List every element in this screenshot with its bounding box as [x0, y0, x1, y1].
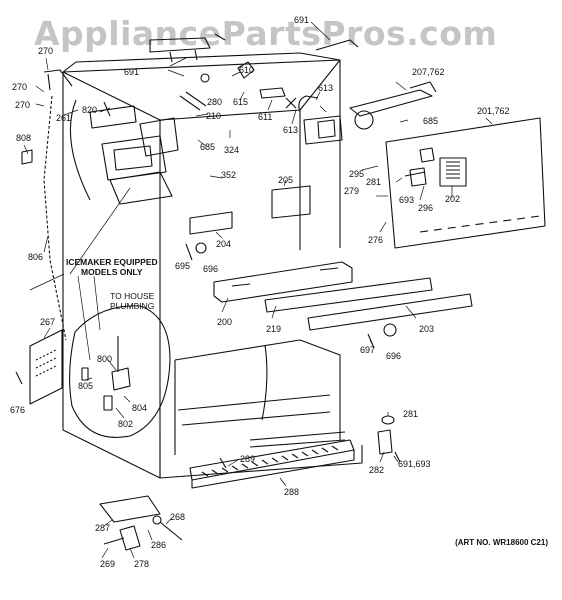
icemaker-note-line-1: ICEMAKER EQUIPPED — [66, 257, 158, 267]
callout-280: 280 — [207, 97, 223, 107]
callout-805: 805 — [78, 381, 94, 391]
brackets-rails — [185, 185, 473, 349]
callout-201-762: 201,762 — [477, 106, 510, 116]
callout-613-a: 613 — [318, 83, 334, 93]
callout-281-a: 281 — [366, 177, 382, 187]
top-parts — [149, 33, 359, 111]
plumbing-note-line-1: TO HOUSE — [110, 291, 155, 301]
rear-panel — [15, 329, 63, 405]
callout-685-b: 685 — [423, 116, 439, 126]
plumbing-note-line-2: PLUMBING — [110, 300, 155, 311]
callout-806: 806 — [28, 252, 44, 262]
callout-200: 200 — [217, 317, 233, 327]
callout-268: 268 — [170, 512, 186, 522]
callout-802: 802 — [118, 419, 134, 429]
callout-286: 286 — [151, 540, 167, 550]
plumbing-group — [69, 305, 171, 438]
bottom-parts — [99, 415, 401, 551]
art-number: (ART NO. WR18600 C21) — [455, 538, 548, 547]
callout-611: 611 — [258, 112, 273, 122]
callout-282: 282 — [369, 465, 385, 475]
cabinet-shell — [62, 52, 363, 479]
icemaker-note: ICEMAKER EQUIPPED MODELS ONLY — [66, 257, 158, 278]
callout-613-b: 613 — [283, 125, 299, 135]
callout-270-c: 270 — [15, 100, 31, 110]
icemaker-group — [21, 69, 179, 341]
callout-693: 693 — [399, 195, 415, 205]
callout-691-mid: 691 — [124, 67, 140, 77]
callout-279: 279 — [344, 186, 360, 196]
watermark: AppliancePartsPros.com — [34, 14, 498, 53]
callout-820: 820 — [82, 105, 98, 115]
callout-205: 205 — [278, 175, 294, 185]
callout-261: 261 — [56, 113, 72, 123]
callout-696-a: 696 — [203, 264, 219, 274]
callout-696-b: 696 — [386, 351, 402, 361]
callout-676: 676 — [10, 405, 26, 415]
callout-691-top: 691 — [294, 15, 310, 25]
callout-697: 697 — [360, 345, 376, 355]
callout-203: 203 — [419, 324, 435, 334]
callout-695: 695 — [175, 261, 191, 271]
callout-281-b: 281 — [403, 409, 419, 419]
callout-288: 288 — [284, 487, 300, 497]
callout-202: 202 — [445, 194, 461, 204]
callout-278: 278 — [134, 559, 150, 569]
callout-267: 267 — [40, 317, 56, 327]
leader-lines — [23, 21, 493, 559]
callout-808: 808 — [16, 133, 32, 143]
callout-269: 269 — [100, 559, 116, 569]
icemaker-note-line-2: MODELS ONLY — [81, 266, 143, 277]
callout-610: 610 — [239, 65, 255, 75]
fan-evap-group — [285, 81, 546, 249]
callout-276: 276 — [368, 235, 384, 245]
callout-615: 615 — [233, 97, 249, 107]
callout-219: 219 — [266, 324, 282, 334]
plumbing-note: TO HOUSE PLUMBING — [110, 291, 155, 312]
callout-210: 210 — [206, 111, 222, 121]
callout-691-693: 691,693 — [398, 459, 431, 469]
callout-296: 296 — [418, 203, 434, 213]
callout-800: 800 — [97, 354, 113, 364]
callout-207-762: 207,762 — [412, 67, 445, 77]
callout-295: 295 — [349, 169, 365, 179]
callout-204: 204 — [216, 239, 232, 249]
callout-270-a: 270 — [38, 46, 54, 56]
callout-352: 352 — [221, 170, 237, 180]
callout-289: 289 — [240, 454, 256, 464]
callout-270-b: 270 — [12, 82, 28, 92]
callout-324: 324 — [224, 145, 240, 155]
callout-804: 804 — [132, 403, 148, 413]
callout-287: 287 — [95, 523, 111, 533]
callout-685-a: 685 — [200, 142, 216, 152]
